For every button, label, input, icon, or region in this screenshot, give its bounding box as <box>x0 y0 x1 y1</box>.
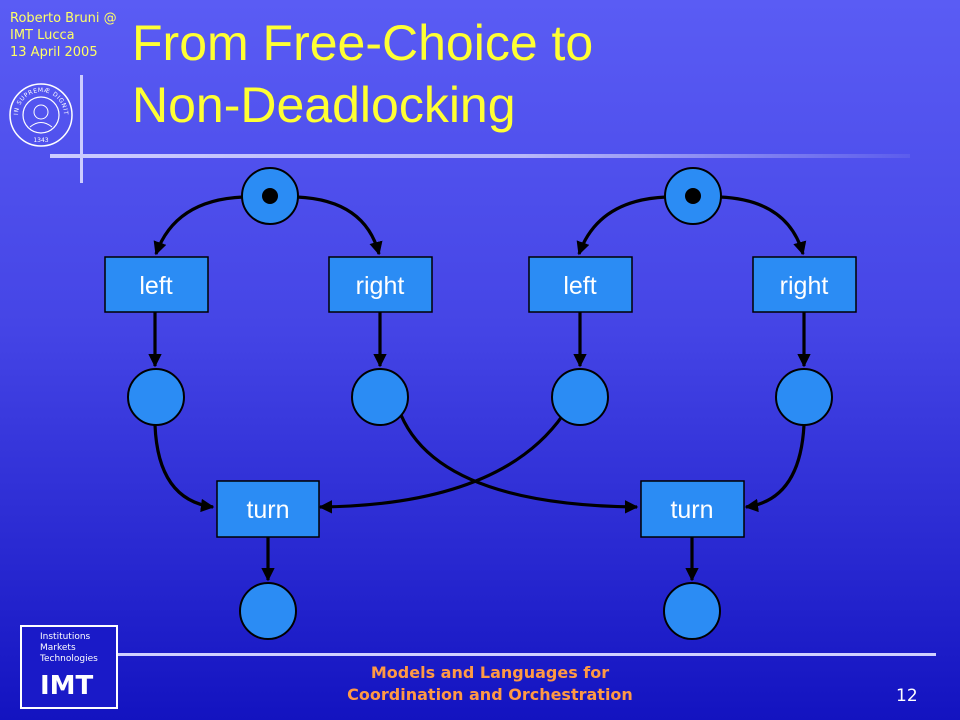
arc-place-b-to-turn-2 <box>399 414 639 514</box>
imt-logo: Institutions Markets Technologies IMT <box>20 625 118 709</box>
transition-left-1 <box>104 256 209 313</box>
footer-rule <box>118 653 936 656</box>
logo-subtitle: Institutions Markets Technologies <box>40 632 98 665</box>
place-a <box>127 368 185 426</box>
logo-line-3: Technologies <box>40 654 98 664</box>
seal-year: 1343 <box>33 137 48 144</box>
logo-line-2: Markets <box>40 643 76 653</box>
arc-place-c-to-turn-1 <box>318 414 565 514</box>
author-date: 13 April 2005 <box>10 45 98 60</box>
arc-place-a-to-turn-1 <box>153 424 215 513</box>
place-b <box>351 368 409 426</box>
transition-label-right-2: right <box>780 272 829 300</box>
header-vertical-rule <box>80 75 83 183</box>
header-horizontal-rule <box>50 154 910 158</box>
arc-top-place-1-to-right-1 <box>296 195 383 256</box>
transition-label-left-2: left <box>563 272 596 300</box>
transition-turn-1 <box>216 480 320 538</box>
logo-line-1: Institutions <box>40 632 91 642</box>
transition-right-1 <box>328 256 433 313</box>
transition-label-turn-2: turn <box>670 496 713 524</box>
transition-label-left-1: left <box>139 272 172 300</box>
transition-turn-2 <box>640 480 745 538</box>
author-institution: IMT Lucca <box>10 28 75 43</box>
place-c <box>551 368 609 426</box>
arc-top-place-2-to-right-2 <box>719 195 807 256</box>
title-line-1: From Free-Choice to <box>132 15 594 71</box>
author-info: Roberto Bruni @ IMT Lucca 13 April 2005 <box>10 10 140 61</box>
footer-line-1: Models and Languages for <box>370 663 610 682</box>
footer-line-2: Coordination and Orchestration <box>347 685 633 704</box>
footer-course-title: Models and Languages for Coordination an… <box>300 662 680 706</box>
transition-left-2 <box>528 256 633 313</box>
university-seal: IN SUPREMÆ DIGNITATIS 1343 <box>8 82 73 147</box>
arc-place-d-to-turn-2 <box>744 424 806 513</box>
transition-right-2 <box>752 256 857 313</box>
arc-top-place-1-to-left-1 <box>153 195 244 256</box>
logo-acronym: IMT <box>40 671 94 701</box>
token-top-2 <box>685 188 701 204</box>
place-bottom-1 <box>239 582 297 640</box>
title-line-2: Non-Deadlocking <box>132 77 516 133</box>
place-bottom-2 <box>663 582 721 640</box>
transition-label-turn-1: turn <box>246 496 289 524</box>
slide-title: From Free-Choice to Non-Deadlocking <box>132 12 932 136</box>
place-d <box>775 368 833 426</box>
author-name: Roberto Bruni @ <box>10 11 117 26</box>
page-number: 12 <box>896 686 918 706</box>
arc-top-place-2-to-left-2 <box>576 195 667 256</box>
token-top-1 <box>262 188 278 204</box>
transition-label-right-1: right <box>356 272 405 300</box>
